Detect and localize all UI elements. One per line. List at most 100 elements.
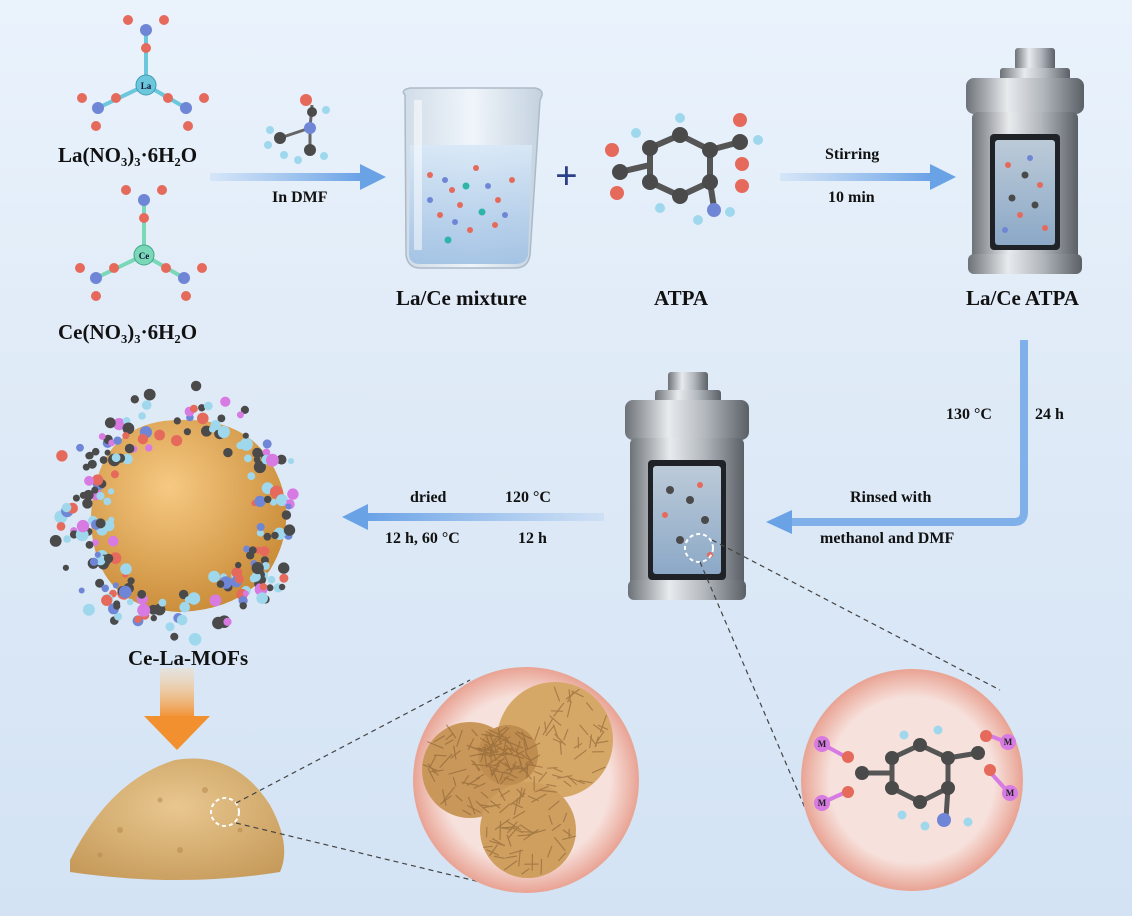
sem-flake bbox=[568, 689, 571, 703]
sem-flake bbox=[455, 794, 463, 802]
sem-flake bbox=[485, 757, 498, 767]
beaker-label: La/Ce mixture bbox=[396, 286, 527, 310]
framework-atom bbox=[264, 495, 272, 504]
sem-flake bbox=[518, 787, 523, 805]
framework-atom bbox=[101, 584, 109, 593]
framework-atom bbox=[85, 541, 94, 549]
sem-flake bbox=[595, 740, 609, 744]
sem-flake bbox=[496, 726, 508, 735]
sem-flake bbox=[504, 755, 511, 770]
sem-flake bbox=[554, 733, 567, 746]
sem-flake bbox=[498, 759, 508, 768]
framework-atom bbox=[130, 395, 139, 404]
sem-flake bbox=[514, 732, 527, 743]
framework-atom bbox=[141, 400, 152, 410]
sem-flake bbox=[599, 714, 607, 733]
metal-label: M bbox=[1006, 788, 1015, 798]
framework-atom bbox=[134, 615, 142, 623]
sem-flake bbox=[553, 836, 566, 852]
sem-flake bbox=[490, 788, 500, 792]
sem-flake bbox=[507, 825, 520, 839]
sem-flake bbox=[522, 761, 532, 771]
framework-atom bbox=[113, 602, 121, 610]
sem-flake bbox=[549, 715, 562, 726]
sem-flake bbox=[480, 791, 489, 799]
framework-atom bbox=[256, 592, 268, 604]
framework-atom bbox=[279, 498, 287, 505]
sem-flake bbox=[491, 747, 497, 761]
sem-flake bbox=[493, 743, 509, 755]
sem-flake bbox=[462, 809, 472, 816]
framework-atom bbox=[62, 564, 69, 571]
framework-atom bbox=[208, 570, 221, 583]
framework-atom bbox=[137, 603, 151, 617]
framework-atom bbox=[78, 587, 85, 594]
sem-flake bbox=[496, 735, 508, 742]
sem-flake bbox=[484, 743, 487, 754]
framework-atom bbox=[56, 450, 68, 462]
framework-atom bbox=[99, 456, 108, 464]
framework-atom bbox=[98, 433, 106, 440]
time2-label: 12 h bbox=[518, 530, 547, 547]
sem-flake bbox=[462, 774, 470, 785]
framework-atom bbox=[179, 601, 190, 613]
sem-flake bbox=[520, 765, 532, 780]
framework-atom bbox=[251, 562, 264, 575]
framework-atom bbox=[110, 470, 119, 479]
framework-atom bbox=[262, 448, 271, 457]
framework-atom bbox=[171, 435, 183, 447]
sem-flake bbox=[483, 845, 493, 848]
sem-flake bbox=[506, 834, 512, 847]
sem-flake bbox=[471, 729, 478, 737]
framework-atom bbox=[84, 475, 94, 486]
linker-label: ATPA bbox=[654, 286, 709, 310]
framework-atom bbox=[103, 553, 114, 564]
sem-inset bbox=[413, 667, 639, 893]
sem-flake bbox=[509, 761, 517, 775]
sem-flake bbox=[565, 688, 580, 700]
plus-sign: + bbox=[555, 153, 578, 198]
framework-atom bbox=[247, 472, 256, 480]
sem-flake bbox=[492, 768, 499, 785]
framework-atom bbox=[165, 622, 175, 632]
coordination-inset: M M M M bbox=[801, 669, 1023, 891]
sem-flake bbox=[499, 772, 504, 782]
sem-flake bbox=[589, 734, 593, 749]
sem-flake bbox=[522, 755, 531, 761]
framework-atom bbox=[187, 592, 201, 605]
framework-atom bbox=[111, 453, 121, 463]
framework-atom bbox=[270, 498, 277, 506]
sem-flake bbox=[491, 752, 508, 756]
framework-atom bbox=[262, 439, 272, 449]
framework-atom bbox=[113, 418, 126, 431]
sem-flake bbox=[429, 769, 444, 773]
framework-atom bbox=[242, 432, 249, 439]
framework-atom bbox=[283, 524, 296, 536]
sem-flake bbox=[509, 849, 524, 855]
framework-atom bbox=[266, 584, 274, 592]
framework-atom bbox=[91, 447, 100, 456]
framework-atom bbox=[276, 454, 287, 465]
sem-flake bbox=[467, 804, 481, 814]
sem-flake bbox=[499, 803, 511, 814]
framework-atom bbox=[137, 433, 149, 445]
autoclave-middle bbox=[625, 372, 749, 600]
sem-flake bbox=[516, 731, 533, 740]
arrow-dmf bbox=[210, 164, 386, 190]
sem-flake bbox=[500, 790, 510, 797]
sem-flake bbox=[526, 763, 529, 779]
sem-flake bbox=[563, 780, 572, 787]
framework-atom bbox=[122, 453, 133, 465]
framework-atom bbox=[220, 396, 231, 407]
framework-atom bbox=[113, 436, 122, 445]
framework-atom bbox=[256, 523, 265, 531]
sem-flake bbox=[486, 849, 499, 856]
framework-atom bbox=[108, 439, 116, 447]
framework-atom bbox=[209, 594, 222, 607]
sem-flake bbox=[477, 747, 490, 752]
product-label: Ce-La-MOFs bbox=[128, 646, 249, 670]
framework-atom bbox=[236, 411, 244, 419]
sem-flake bbox=[504, 860, 518, 871]
sem-flake bbox=[596, 731, 605, 743]
sem-flake bbox=[453, 745, 457, 760]
